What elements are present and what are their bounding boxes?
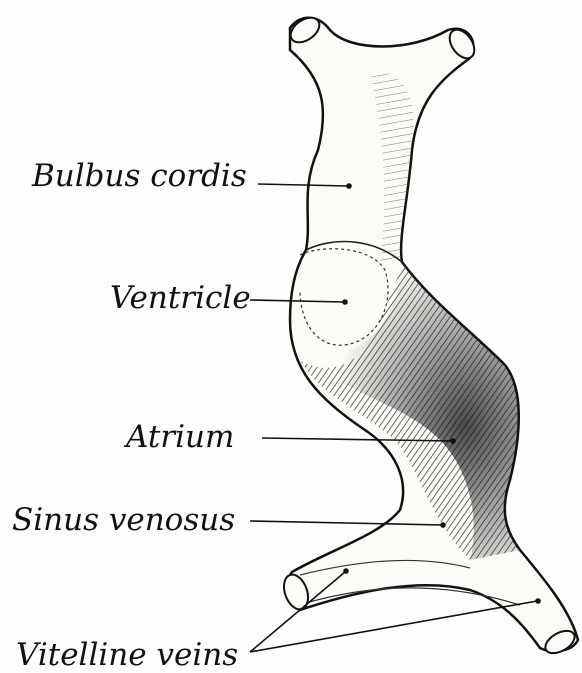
vitelline-dot-right	[536, 599, 540, 603]
label-bulbus-cordis: Bulbus cordis	[32, 161, 247, 192]
label-atrium: Atrium	[126, 422, 234, 453]
label-sinus-venosus: Sinus venosus	[12, 505, 235, 536]
vitelline-leader-right	[250, 601, 537, 652]
atrium-dot	[451, 439, 455, 443]
bulbus-dot	[347, 184, 351, 188]
vitelline-dot-left	[344, 569, 348, 573]
ventricle-dot	[343, 300, 347, 304]
label-vitelline-veins: Vitelline veins	[16, 640, 238, 671]
label-ventricle: Ventricle	[110, 283, 251, 314]
heart-tube	[280, 13, 579, 658]
sinus-dot	[441, 523, 445, 527]
